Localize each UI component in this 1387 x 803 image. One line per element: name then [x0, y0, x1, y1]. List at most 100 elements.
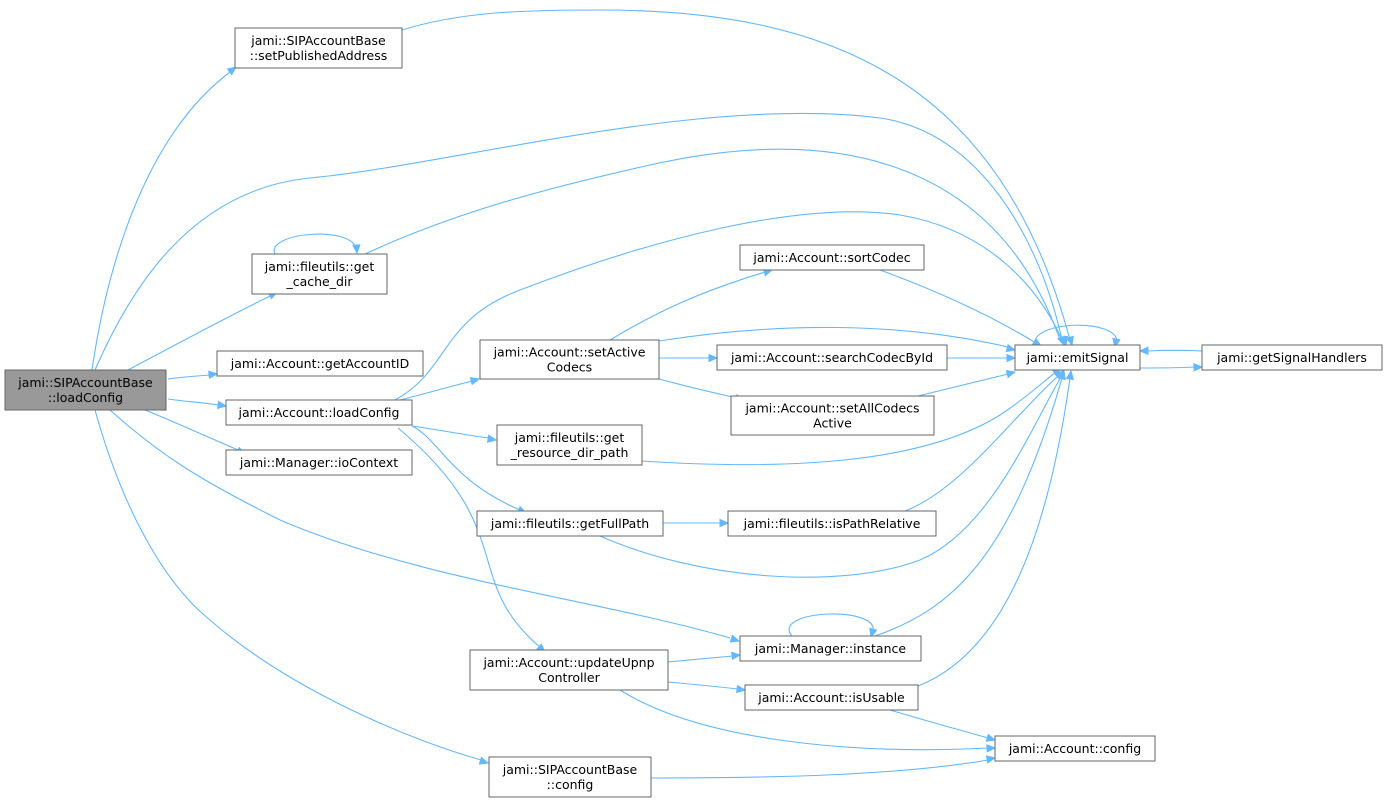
edge-line: [904, 375, 1059, 512]
edge-line: [127, 295, 271, 371]
node-box[interactable]: [476, 510, 664, 537]
edge-line: [399, 380, 473, 401]
edge-managerInstance-to-managerInstance: [788, 613, 878, 639]
edge-line: [1139, 366, 1196, 369]
node-getSignalHandlers[interactable]: jami::getSignalHandlers: [1201, 344, 1383, 371]
edge-line: [1146, 349, 1203, 352]
edge-line: [667, 655, 734, 663]
edge-isUsable-to-emitSignal: [917, 369, 1075, 687]
edge-get_cache_dir-to-get_cache_dir: [273, 233, 361, 255]
edge-updateUpnpController-to-accountConfig: [619, 689, 997, 753]
node-searchCodecById[interactable]: jami::Account::searchCodecById: [716, 344, 948, 371]
node-box[interactable]: [994, 735, 1156, 762]
node-label: jami::getSignalHandlers: [1216, 350, 1367, 365]
node-managerInstance[interactable]: jami::Manager::instance: [739, 635, 922, 662]
node-label: jami::Account::updateUpnp: [482, 655, 654, 670]
edge-line: [411, 425, 490, 439]
node-label: jami::Account::setActive: [493, 345, 646, 360]
edge-setActiveCodecs-to-sortCodec: [609, 268, 774, 341]
node-box[interactable]: [716, 344, 948, 371]
node-ioContext[interactable]: jami::Manager::ioContext: [225, 449, 413, 476]
node-box[interactable]: [469, 649, 669, 691]
edge-updateUpnpController-to-isUsable: [667, 681, 747, 694]
node-box[interactable]: [225, 449, 413, 476]
node-box[interactable]: [730, 395, 935, 436]
edge-sortCodec-to-emitSignal: [879, 269, 1043, 347]
edge-line: [401, 9, 1071, 341]
edge-arrowhead: [736, 684, 747, 694]
edge-arrowhead: [352, 244, 361, 255]
node-label: jami::SIPAccountBase: [502, 762, 638, 777]
node-label: jami::fileutils::getFullPath: [490, 516, 649, 531]
node-box[interactable]: [739, 244, 925, 271]
edge-line: [650, 759, 989, 779]
edge-arrowhead: [1065, 335, 1074, 347]
node-label: ::loadConfig: [48, 390, 123, 405]
edge-root-to-setPublishedAddress: [91, 66, 237, 371]
node-label: jami::fileutils::get: [514, 430, 625, 445]
node-isPathRelative[interactable]: jami::fileutils::isPathRelative: [727, 510, 937, 537]
edge-root-to-sipConfig: [94, 409, 490, 765]
node-setPublishedAddress[interactable]: jami::SIPAccountBase::setPublishedAddres…: [234, 27, 403, 69]
edges-layer: [91, 9, 1204, 779]
node-box[interactable]: [496, 424, 643, 466]
edge-line: [109, 409, 731, 639]
node-box[interactable]: [4, 369, 167, 411]
node-label: ::setPublishedAddress: [250, 48, 388, 63]
edge-line: [167, 398, 220, 406]
edge-arrowhead: [719, 518, 730, 528]
node-sipConfig[interactable]: jami::SIPAccountBase::config: [488, 756, 652, 798]
edge-line: [91, 71, 231, 371]
edge-line: [167, 374, 211, 380]
node-getAccountID[interactable]: jami::Account::getAccountID: [216, 350, 424, 377]
edge-getSignalHandlers-to-emitSignal: [1138, 346, 1203, 355]
node-accountLoadConfig[interactable]: jami::Account::loadConfig: [225, 399, 413, 426]
edge-line: [874, 377, 1063, 637]
node-root[interactable]: jami::SIPAccountBase::loadConfig: [4, 369, 167, 411]
node-label: jami::Account::setAllCodecs: [744, 401, 919, 416]
edge-arrowhead: [1193, 363, 1204, 372]
edge-accountLoadConfig-to-emitSignal: [394, 211, 1067, 401]
edge-setPublishedAddress-to-emitSignal: [401, 9, 1074, 347]
edge-sipConfig-to-accountConfig: [650, 755, 997, 779]
edge-arrowhead: [986, 744, 997, 753]
edge-setActiveCodecs-to-emitSignal: [658, 326, 1017, 353]
node-emitSignal[interactable]: jami::emitSignal: [1014, 344, 1141, 371]
edge-isPathRelative-to-emitSignal: [904, 370, 1064, 512]
node-box[interactable]: [1014, 344, 1141, 371]
node-accountConfig[interactable]: jami::Account::config: [994, 735, 1156, 762]
node-box[interactable]: [488, 756, 652, 798]
node-box[interactable]: [216, 350, 424, 377]
node-box[interactable]: [739, 635, 922, 662]
edge-isUsable-to-accountConfig: [889, 709, 997, 742]
node-label: jami::Account::sortCodec: [752, 250, 910, 265]
edge-arrowhead: [217, 400, 228, 410]
edge-arrowhead: [208, 370, 219, 380]
edge-arrowhead: [985, 755, 997, 764]
node-box[interactable]: [727, 510, 937, 537]
node-box[interactable]: [234, 27, 403, 69]
node-box[interactable]: [1201, 344, 1383, 371]
node-getFullPath[interactable]: jami::fileutils::getFullPath: [476, 510, 664, 537]
edge-arrowhead: [1058, 335, 1067, 347]
node-get_cache_dir[interactable]: jami::fileutils::get_cache_dir: [251, 253, 388, 295]
edge-line: [397, 427, 542, 649]
node-box[interactable]: [479, 339, 660, 380]
edge-line: [94, 112, 1063, 371]
node-label: jami::fileutils::get: [264, 259, 375, 274]
node-box[interactable]: [225, 399, 413, 426]
edge-line: [619, 689, 989, 751]
edge-emitSignal-to-emitSignal: [1034, 324, 1121, 349]
node-get_resource_dir_path[interactable]: jami::fileutils::get_resource_dir_path: [496, 424, 643, 466]
node-isUsable[interactable]: jami::Account::isUsable: [744, 684, 919, 711]
node-box[interactable]: [744, 684, 919, 711]
node-label: jami::SIPAccountBase: [250, 33, 386, 48]
node-box[interactable]: [251, 253, 388, 295]
node-sortCodec[interactable]: jami::Account::sortCodec: [739, 244, 925, 271]
edge-line: [879, 269, 1037, 344]
edge-arrowhead: [729, 634, 741, 643]
edge-setActiveCodecs-to-searchCodecById: [659, 353, 719, 363]
